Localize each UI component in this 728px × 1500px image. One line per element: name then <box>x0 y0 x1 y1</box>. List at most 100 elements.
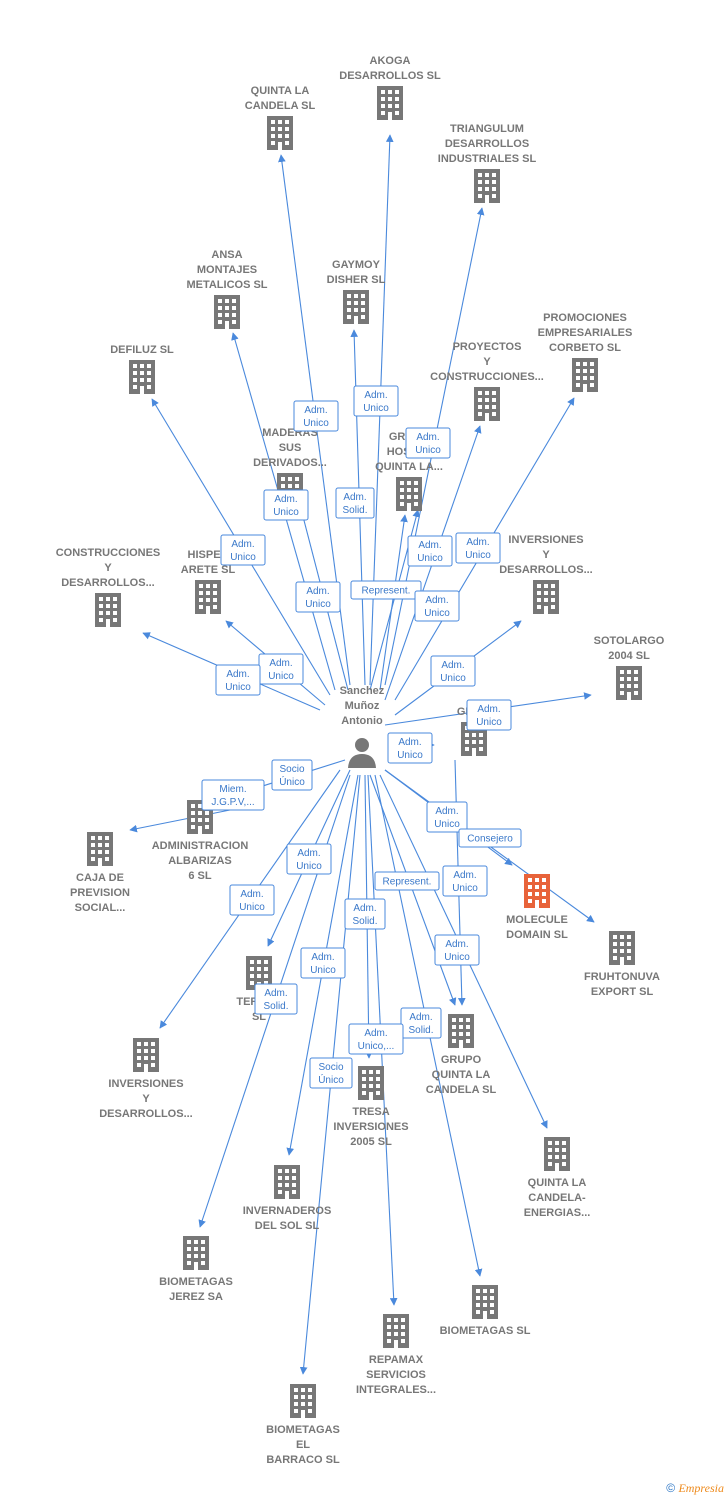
relation-label-r19[interactable]: Adm.Unico <box>426 801 468 833</box>
company-node-biometagas[interactable]: BIOMETAGAS SL <box>440 1285 531 1337</box>
building-icon <box>274 1165 300 1199</box>
relation-text: Unico <box>452 883 478 894</box>
company-label-promociones: PROMOCIONES <box>543 312 627 324</box>
company-node-inversiones-bottom[interactable]: INVERSIONESYDESARROLLOS... <box>99 1038 193 1120</box>
footer-brand[interactable]: © Empresia <box>666 1481 724 1496</box>
company-node-maderas[interactable]: MADERASSUSDERIVADOS... <box>253 427 327 507</box>
company-label-inversiones-top: Y <box>542 549 550 561</box>
company-label-promociones: CORBETO SL <box>549 342 621 354</box>
company-label-ansa: METALICOS SL <box>186 279 267 291</box>
relation-label-r16[interactable]: Adm.Unico <box>387 732 433 764</box>
relation-label-r27[interactable]: Adm.Unico <box>300 947 346 979</box>
company-label-maderas: DERIVADOS... <box>253 457 327 469</box>
company-label-sotolargo: SOTOLARGO <box>594 635 665 647</box>
company-node-proyectos[interactable]: PROYECTOSYCONSTRUCCIONES... <box>430 341 544 421</box>
relation-label-r22[interactable]: Represent. <box>374 871 440 891</box>
relation-text: Consejero <box>467 834 513 845</box>
company-node-caja[interactable]: CAJA DEPREVISIONSOCIAL... <box>70 832 130 914</box>
building-icon <box>474 387 500 421</box>
building-icon <box>214 295 240 329</box>
relation-label-r3[interactable]: Adm.Unico <box>405 427 451 459</box>
relation-text: Adm. <box>269 658 292 669</box>
company-label-inversiones-top: DESARROLLOS... <box>499 564 593 576</box>
relation-label-r28[interactable]: Adm.Solid. <box>254 983 298 1015</box>
company-node-defiluz[interactable]: DEFILUZ SL <box>110 344 174 394</box>
company-label-akoga: DESARROLLOS SL <box>339 70 441 82</box>
company-node-quinta-energias[interactable]: QUINTA LACANDELA-ENERGIAS... <box>524 1137 591 1219</box>
relation-label-r1[interactable]: Adm.Unico <box>293 400 339 432</box>
relation-label-r20[interactable]: Consejero <box>458 828 522 848</box>
company-node-construcciones[interactable]: CONSTRUCCIONESYDESARROLLOS... <box>56 547 161 627</box>
relation-label-r13[interactable]: Adm.Unico <box>430 655 476 687</box>
relation-text: Unico <box>440 673 466 684</box>
building-icon <box>609 931 635 965</box>
relation-text: Unico <box>465 550 491 561</box>
relation-label-r11[interactable]: Adm.Unico <box>414 590 460 622</box>
company-label-inversiones-bottom: DESARROLLOS... <box>99 1108 193 1120</box>
relation-box <box>254 983 298 1015</box>
relation-label-r5[interactable]: Adm. Solid. <box>335 487 375 519</box>
building-icon <box>396 477 422 511</box>
company-label-grupo-quinta: CANDELA SL <box>426 1084 497 1096</box>
relation-label-r15[interactable]: Adm.Unico <box>466 699 512 731</box>
relation-label-r8[interactable]: Adm.Unico <box>455 532 501 564</box>
relation-box <box>300 947 346 979</box>
relation-box <box>434 934 480 966</box>
company-node-repamax[interactable]: REPAMAXSERVICIOSINTEGRALES... <box>356 1314 436 1396</box>
relation-label-r26[interactable]: Adm.Unico <box>434 934 480 966</box>
relation-label-r21[interactable]: Adm.Unico <box>286 843 332 875</box>
relation-label-r2[interactable]: Adm.Unico <box>353 385 399 417</box>
relation-label-r23[interactable]: Adm.Unico <box>442 865 488 897</box>
relation-label-r30[interactable]: Adm.Unico,... <box>348 1023 404 1055</box>
relation-label-r6[interactable]: Adm.Unico <box>220 534 266 566</box>
company-label-tresa: TRESA <box>352 1106 389 1118</box>
relation-text: Adm. <box>343 492 366 503</box>
relation-label-r12[interactable]: Adm.Unico <box>258 653 304 685</box>
relation-box <box>220 534 266 566</box>
company-node-inversiones-top[interactable]: INVERSIONESYDESARROLLOS... <box>499 534 593 614</box>
relation-label-r29[interactable]: Adm.Solid. <box>400 1007 442 1039</box>
relation-text: Solid. <box>342 505 367 516</box>
building-icon <box>472 1285 498 1319</box>
edge-10 <box>379 514 408 691</box>
relation-label-r7[interactable]: Adm.Unico <box>407 535 453 567</box>
building-icon <box>290 1384 316 1418</box>
relation-text: Adm. <box>304 405 327 416</box>
relation-box <box>348 1023 404 1055</box>
company-label-biometagas-barraco: EL <box>296 1439 310 1451</box>
building-icon <box>195 580 221 614</box>
company-label-triangulum: INDUSTRIALES SL <box>438 153 537 165</box>
relation-label-r10[interactable]: Represent. <box>350 580 422 600</box>
building-icon <box>572 358 598 392</box>
relation-label-r9[interactable]: Adm.Unico <box>295 581 341 613</box>
relation-box <box>400 1007 442 1039</box>
relations-layer: Adm.UnicoAdm.UnicoAdm.UnicoAdm.UnicoAdm.… <box>201 385 522 1089</box>
relation-label-r18[interactable]: Miem.J.G.P.V,... <box>201 779 265 811</box>
relation-label-r24[interactable]: Adm.Unico <box>229 884 275 916</box>
building-icon <box>343 290 369 324</box>
relation-label-r25[interactable]: Adm.Solid. <box>344 898 386 930</box>
relation-label-r14[interactable]: Adm.Unico <box>215 664 261 696</box>
company-label-maderas: SUS <box>279 442 302 454</box>
relation-label-r4[interactable]: Adm.Unico <box>263 489 309 521</box>
